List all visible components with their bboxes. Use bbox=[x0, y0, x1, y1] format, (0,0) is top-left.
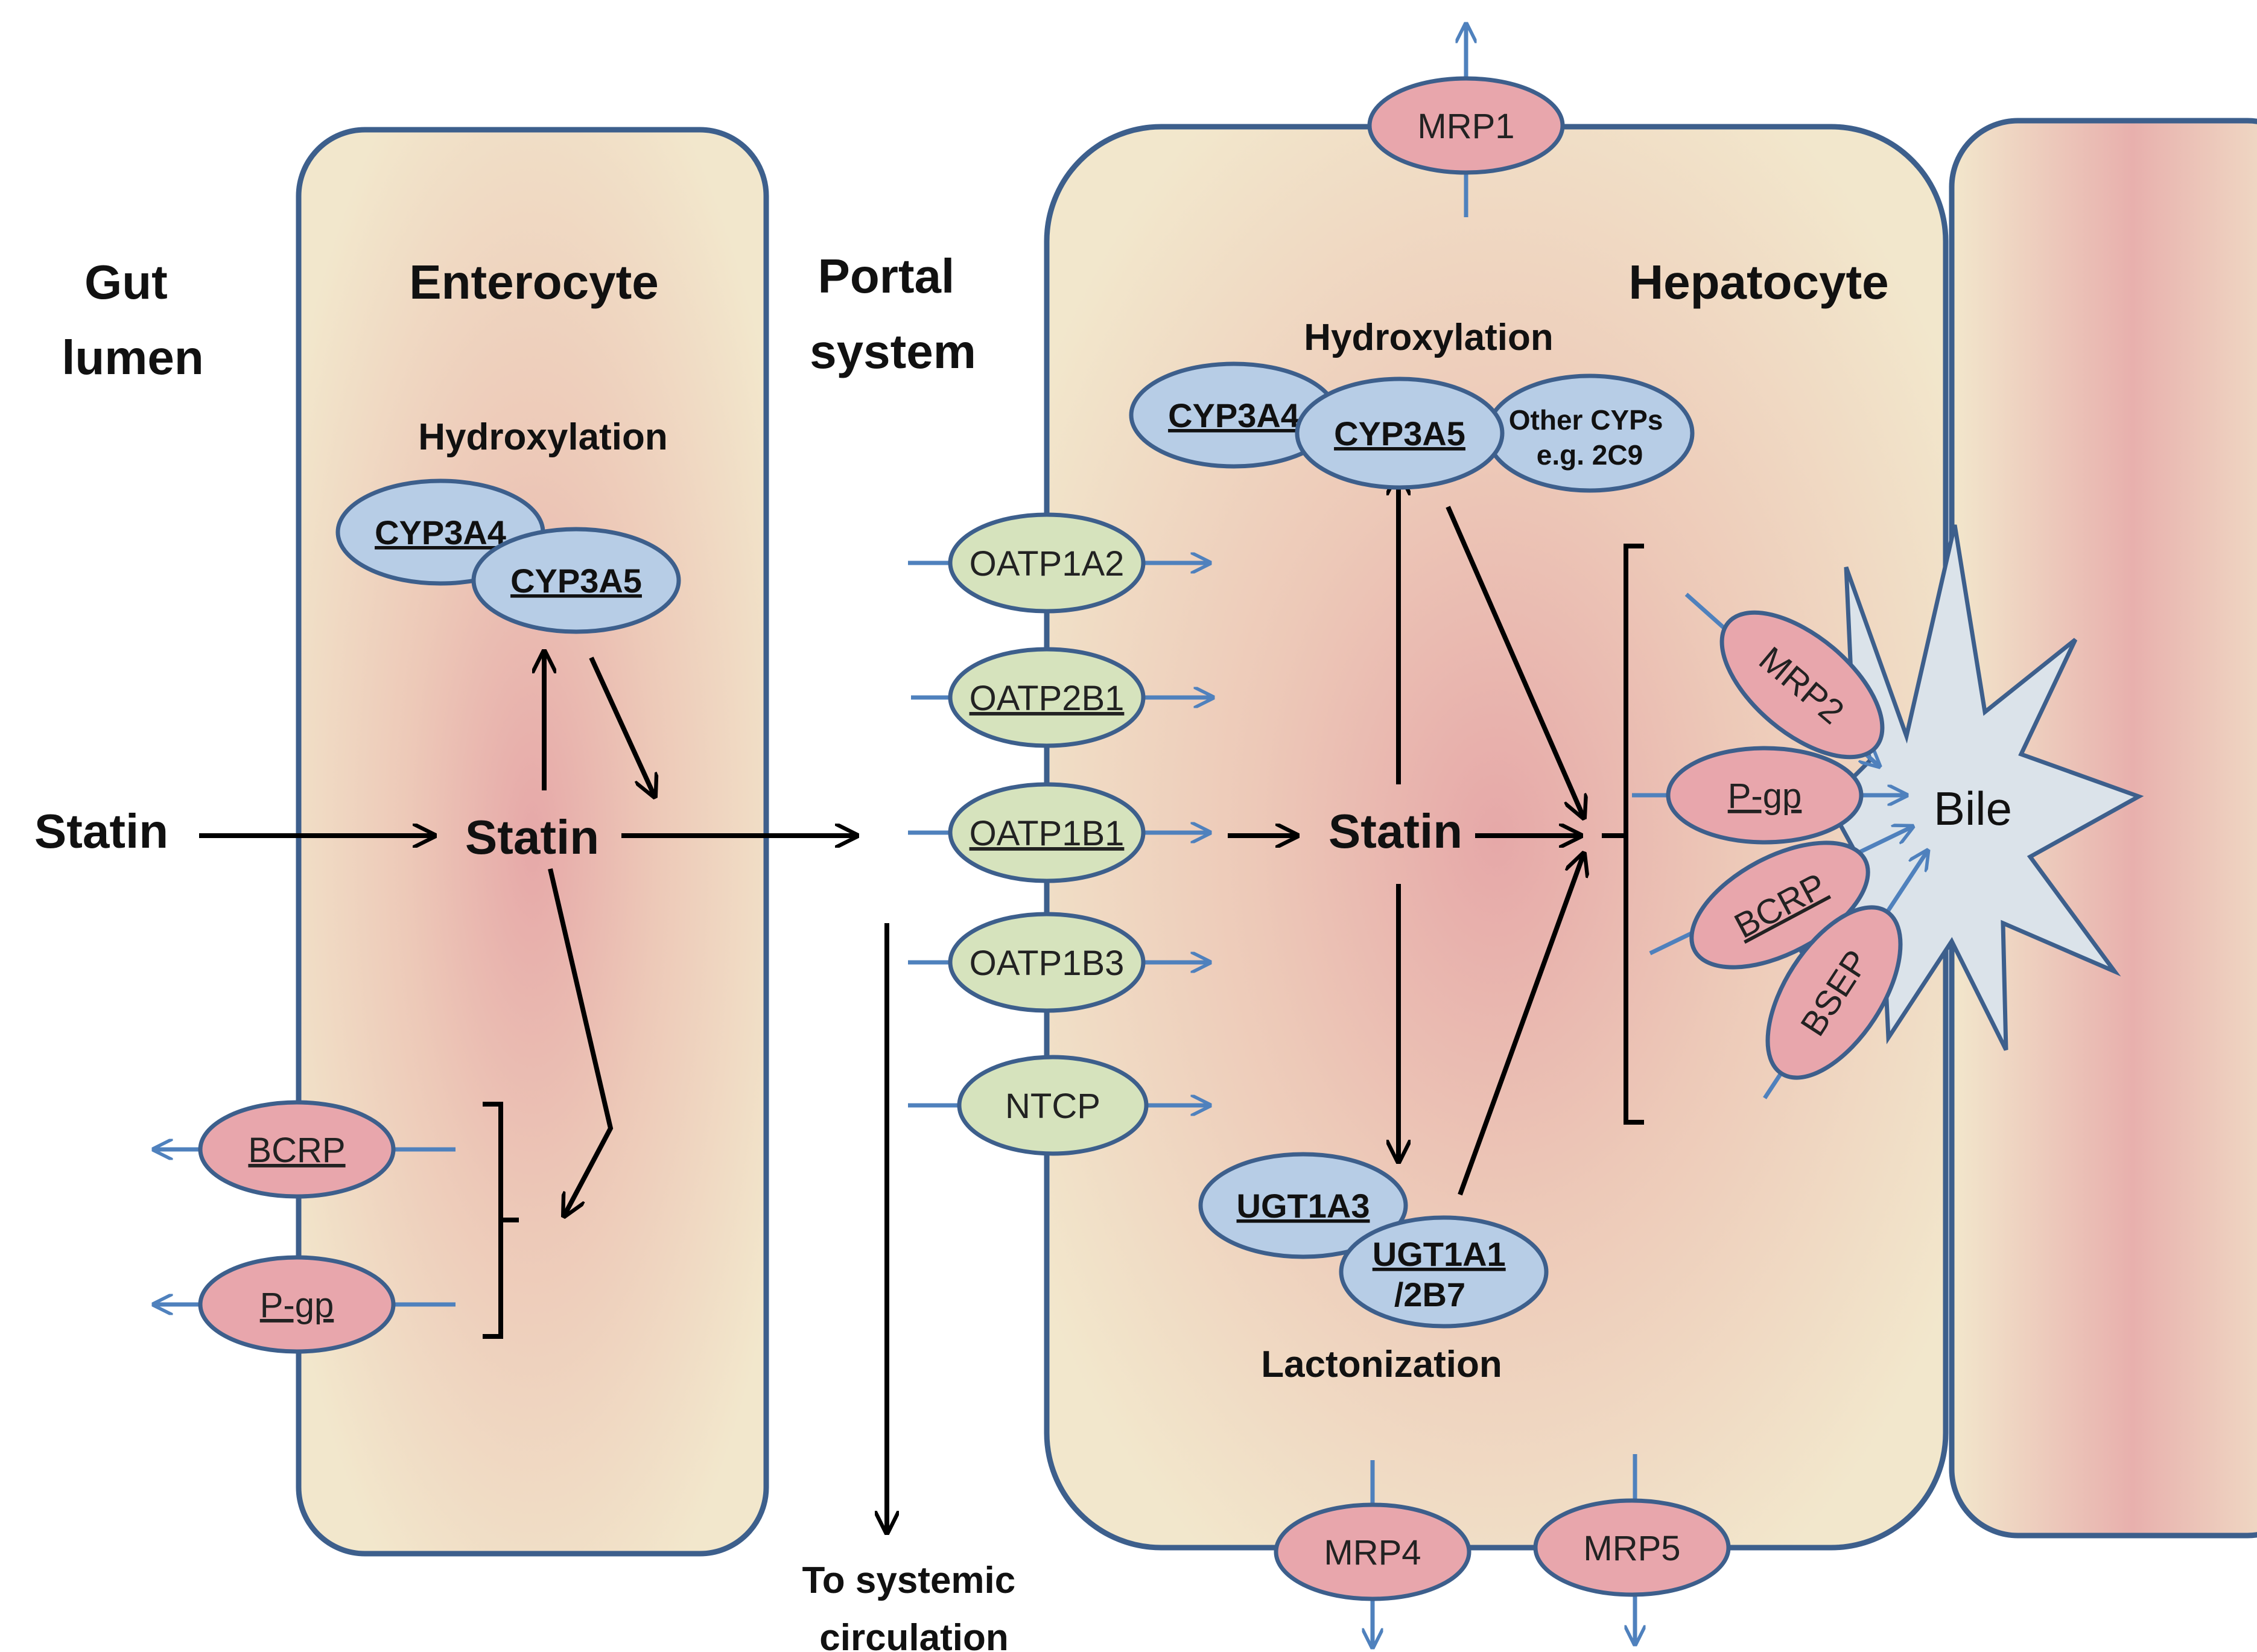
gut-lumen-label-line2: lumen bbox=[62, 331, 204, 384]
to-systemic-label-line1: To systemic bbox=[802, 1560, 1015, 1601]
oatp1b1-ellipse bbox=[948, 782, 1146, 883]
oatp1a2-ellipse bbox=[948, 512, 1146, 614]
pgp-canalicular-ellipse bbox=[1666, 746, 1864, 845]
transporter-ntcp: NTCP bbox=[957, 1055, 1149, 1156]
oatp2b1-label: OATP2B1 bbox=[970, 679, 1125, 718]
enzyme-ugt1a3: UGT1A3 bbox=[1198, 1152, 1408, 1259]
mrp4-ellipse bbox=[1274, 1502, 1471, 1601]
gut-lumen-label-line1: Gut bbox=[84, 255, 168, 309]
transporter-mrp5: MRP5 bbox=[1533, 1498, 1731, 1597]
cyp3a5-hepatocyte-label: CYP3A5 bbox=[1334, 415, 1465, 453]
oatp1a2-label: OATP1A2 bbox=[970, 544, 1125, 583]
arrow-statin-to-efflux-enterocyte bbox=[548, 868, 614, 1216]
oatp1b3-ellipse bbox=[948, 912, 1146, 1013]
transporter-oatp1a2: OATP1A2 bbox=[948, 512, 1146, 614]
bcrp-enterocyte-label: BCRP bbox=[248, 1131, 345, 1170]
enterocyte-label: Enterocyte bbox=[409, 255, 658, 309]
mrp2-ellipse bbox=[1719, 610, 1885, 760]
bcrp-canalicular-ellipse bbox=[1689, 840, 1870, 970]
mrp5-ellipse bbox=[1533, 1498, 1731, 1597]
ugt1a3-label: UGT1A3 bbox=[1237, 1187, 1370, 1225]
enzyme-cyp3a4-hepatocyte: CYP3A4 bbox=[1129, 361, 1339, 469]
mrp1-label: MRP1 bbox=[1417, 107, 1514, 146]
enterocyte-efflux-bracket bbox=[483, 1102, 519, 1339]
to-systemic-label-line2: circulation bbox=[819, 1617, 1009, 1652]
bsep-ellipse bbox=[1765, 905, 1903, 1080]
cyp3a5-hepatocyte-ellipse bbox=[1295, 376, 1505, 490]
other-cyps-label: Other CYPs e.g. 2C9 bbox=[1509, 404, 1671, 471]
oatp1b1-label: OATP1B1 bbox=[970, 814, 1125, 853]
portal-system-label-line1: Portal bbox=[818, 249, 955, 303]
statin-lumen-label: Statin bbox=[34, 804, 168, 858]
pgp-enterocyte-ellipse bbox=[198, 1255, 396, 1354]
mrp5-label: MRP5 bbox=[1583, 1529, 1680, 1568]
statin-hepatocyte-label: Statin bbox=[1328, 804, 1462, 858]
other-cyps-label-line2: e.g. 2C9 bbox=[1537, 439, 1643, 471]
portal-system-label-line2: system bbox=[810, 325, 976, 378]
oatp1b3-label: OATP1B3 bbox=[970, 944, 1125, 983]
portal-system-label: Portal system bbox=[810, 249, 976, 378]
transporter-oatp2b1: OATP2B1 bbox=[948, 647, 1146, 748]
transporter-mrp2: MRP2 bbox=[1719, 610, 1885, 760]
enzyme-cyp3a5-hepatocyte: CYP3A5 bbox=[1295, 376, 1505, 490]
transporter-pgp-enterocyte: P-gp bbox=[198, 1255, 396, 1354]
enzyme-other-cyps: Other CYPs e.g. 2C9 bbox=[1485, 373, 1695, 493]
enzyme-cyp3a5-enterocyte: CYP3A5 bbox=[471, 527, 681, 634]
transporter-oatp1b1: OATP1B1 bbox=[948, 782, 1146, 883]
transporter-bcrp-enterocyte: BCRP bbox=[198, 1100, 396, 1199]
ntcp-ellipse bbox=[957, 1055, 1149, 1156]
ugt1a1-label-line2: /2B7 bbox=[1394, 1276, 1465, 1314]
mrp1-ellipse bbox=[1367, 76, 1565, 175]
oatp2b1-ellipse bbox=[948, 647, 1146, 748]
arrow-lactonization-to-bile-bracket bbox=[1458, 854, 1584, 1196]
bcrp-enterocyte-ellipse bbox=[198, 1100, 396, 1199]
transporter-oatp1b3: OATP1B3 bbox=[948, 912, 1146, 1013]
pgp-enterocyte-label: P-gp bbox=[260, 1286, 334, 1325]
other-cyps-label-line1: Other CYPs bbox=[1509, 404, 1663, 436]
ugt1a3-ellipse bbox=[1198, 1152, 1408, 1259]
transporter-pgp-canalicular: P-gp bbox=[1666, 746, 1864, 845]
lactonization-label: Lactonization bbox=[1261, 1344, 1502, 1385]
transporter-bcrp-canalicular: BCRP bbox=[1689, 840, 1870, 970]
ugt1a1-2b7-ellipse bbox=[1339, 1215, 1549, 1329]
cyp3a5-enterocyte-label: CYP3A5 bbox=[510, 562, 642, 600]
cyp3a4-enterocyte-label: CYP3A4 bbox=[375, 513, 506, 551]
ntcp-label: NTCP bbox=[1005, 1087, 1100, 1126]
enzyme-ugt1a1-2b7: UGT1A1 /2B7 bbox=[1339, 1215, 1549, 1329]
enterocyte-hydroxylation-label: Hydroxylation bbox=[418, 416, 667, 458]
cyp3a4-hepatocyte-label: CYP3A4 bbox=[1168, 396, 1300, 434]
gut-lumen-label: Gut lumen bbox=[62, 255, 204, 384]
transporter-mrp1: MRP1 bbox=[1367, 76, 1565, 175]
pgp-canalicular-label: P-gp bbox=[1728, 777, 1802, 816]
bile-label: Bile bbox=[1934, 782, 2012, 835]
statin-enterocyte-label: Statin bbox=[465, 810, 599, 864]
hepatocyte-bile-bracket bbox=[1602, 544, 1644, 1125]
cyp3a5-enterocyte-ellipse bbox=[471, 527, 681, 634]
hepatocyte-label: Hepatocyte bbox=[1628, 255, 1888, 309]
mrp4-label: MRP4 bbox=[1324, 1533, 1421, 1572]
ugt1a1-label-line1: UGT1A1 bbox=[1373, 1235, 1506, 1273]
arrow-hydroxylation-to-bile-bracket bbox=[1446, 506, 1584, 818]
to-systemic-circulation-label: To systemic circulation bbox=[802, 1560, 1026, 1652]
ugt1a1-2b7-label: UGT1A1 /2B7 bbox=[1373, 1235, 1516, 1314]
arrow-hydroxylation-return-enterocyte bbox=[589, 656, 655, 796]
transporter-mrp4: MRP4 bbox=[1274, 1502, 1471, 1601]
hepatocyte-hydroxylation-label: Hydroxylation bbox=[1304, 317, 1553, 358]
transporter-bsep: BSEP bbox=[1765, 905, 1903, 1080]
